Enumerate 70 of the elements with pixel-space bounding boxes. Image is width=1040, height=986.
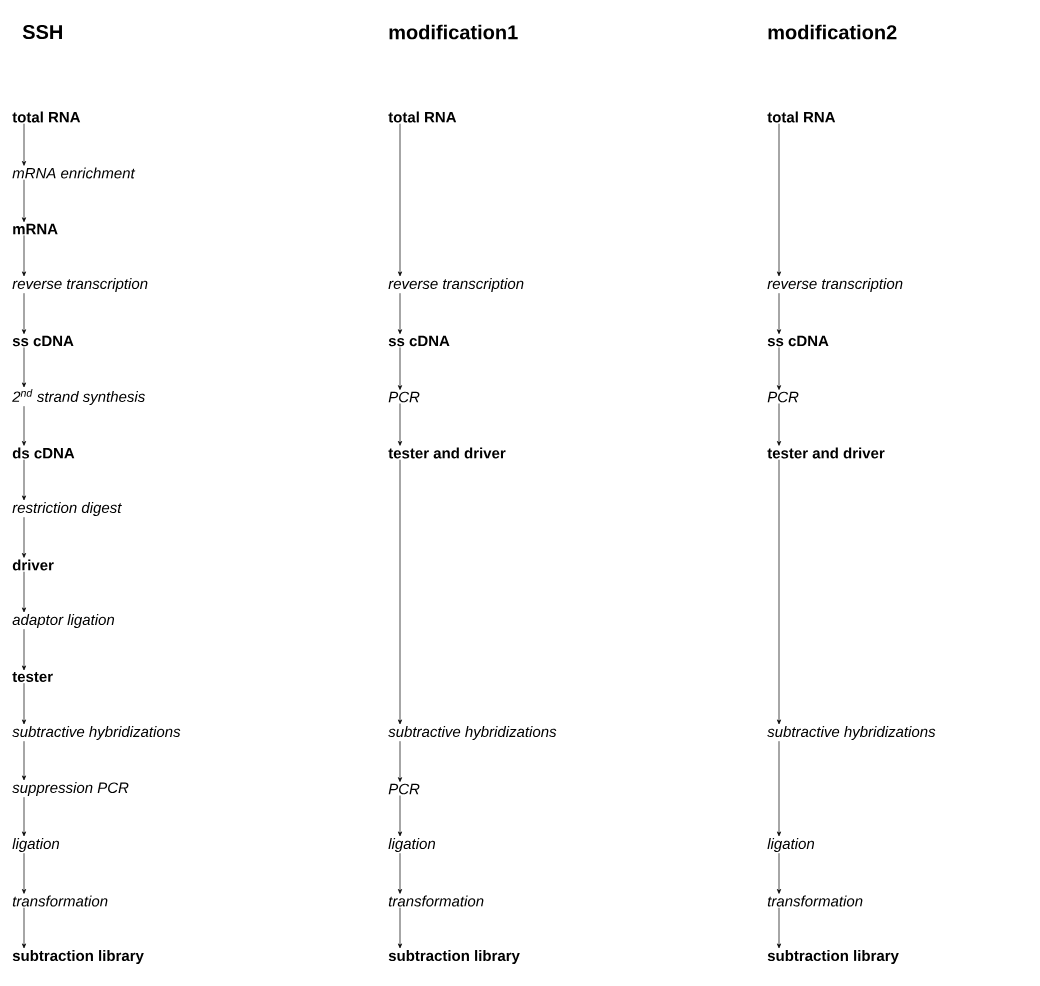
arrow <box>397 795 403 837</box>
arrow <box>21 405 27 446</box>
substance-label: ss cDNA <box>767 335 829 347</box>
arrow <box>21 852 27 894</box>
arrow <box>21 682 27 725</box>
arrow <box>776 292 782 334</box>
substance-label: subtraction library <box>12 950 144 964</box>
arrow <box>397 403 403 446</box>
substance-label: tester and driver <box>767 447 885 459</box>
arrow <box>776 459 782 725</box>
arrow <box>397 907 403 949</box>
arrow <box>397 347 403 390</box>
step-label: PCR <box>767 391 799 403</box>
column-heading: SSH <box>22 24 62 40</box>
step-label: ligation <box>12 838 60 852</box>
step-label: 2$^{nd}$ strand synthesis <box>12 389 145 405</box>
substance-label: subtraction library <box>388 950 520 964</box>
step-label: reverse transcription <box>388 278 524 292</box>
arrow <box>776 740 782 837</box>
arrow <box>21 179 27 223</box>
arrow <box>397 292 403 334</box>
arrow <box>776 347 782 390</box>
arrow <box>21 235 27 277</box>
arrow <box>21 347 27 388</box>
substance-label: driver <box>12 559 54 571</box>
step-label: ligation <box>767 838 815 852</box>
arrow <box>397 123 403 277</box>
step-label: adaptor ligation <box>12 614 115 628</box>
arrow <box>776 852 782 894</box>
substance-label: subtraction library <box>767 950 899 964</box>
substance-label: mRNA <box>13 223 58 235</box>
substance-label: ss cDNA <box>12 335 74 347</box>
arrow <box>397 740 403 782</box>
arrow <box>21 516 27 558</box>
step-label: PCR <box>388 783 420 795</box>
step-label: subtractive hybridizations <box>388 726 557 740</box>
column-heading: modification2 <box>768 24 897 40</box>
substance-label: tester <box>12 672 53 682</box>
column-heading: modification1 <box>389 24 518 40</box>
step-label: reverse transcription <box>12 278 148 292</box>
step-label: subtractive hybridizations <box>767 726 936 740</box>
substance-label: total RNA <box>388 111 457 123</box>
step-label: PCR <box>388 391 420 403</box>
arrow <box>397 852 403 894</box>
arrow <box>21 740 27 781</box>
step-label: transformation <box>767 895 863 907</box>
arrow <box>21 907 27 949</box>
arrow <box>397 459 403 725</box>
substance-label: ds cDNA <box>12 447 75 459</box>
arrow <box>776 907 782 949</box>
arrow <box>21 459 27 501</box>
step-label: mRNA enrichment <box>12 167 136 179</box>
step-label: reverse transcription <box>767 278 903 292</box>
step-label: suppression PCR <box>12 782 129 796</box>
step-label: transformation <box>388 895 484 907</box>
arrow <box>21 292 27 334</box>
arrow <box>21 628 27 671</box>
arrow <box>21 796 27 837</box>
substance-label: total RNA <box>767 111 836 123</box>
arrow <box>776 403 782 446</box>
step-label: transformation <box>12 895 108 907</box>
step-label: ligation <box>388 838 436 852</box>
arrow <box>776 123 782 277</box>
substance-label: total RNA <box>12 111 81 123</box>
substance-label: tester and driver <box>388 447 506 459</box>
substance-label: ss cDNA <box>388 335 450 347</box>
arrow <box>21 123 27 166</box>
arrow <box>21 571 27 613</box>
step-label: subtractive hybridizations <box>12 726 181 740</box>
step-label: restriction digest <box>12 502 122 516</box>
